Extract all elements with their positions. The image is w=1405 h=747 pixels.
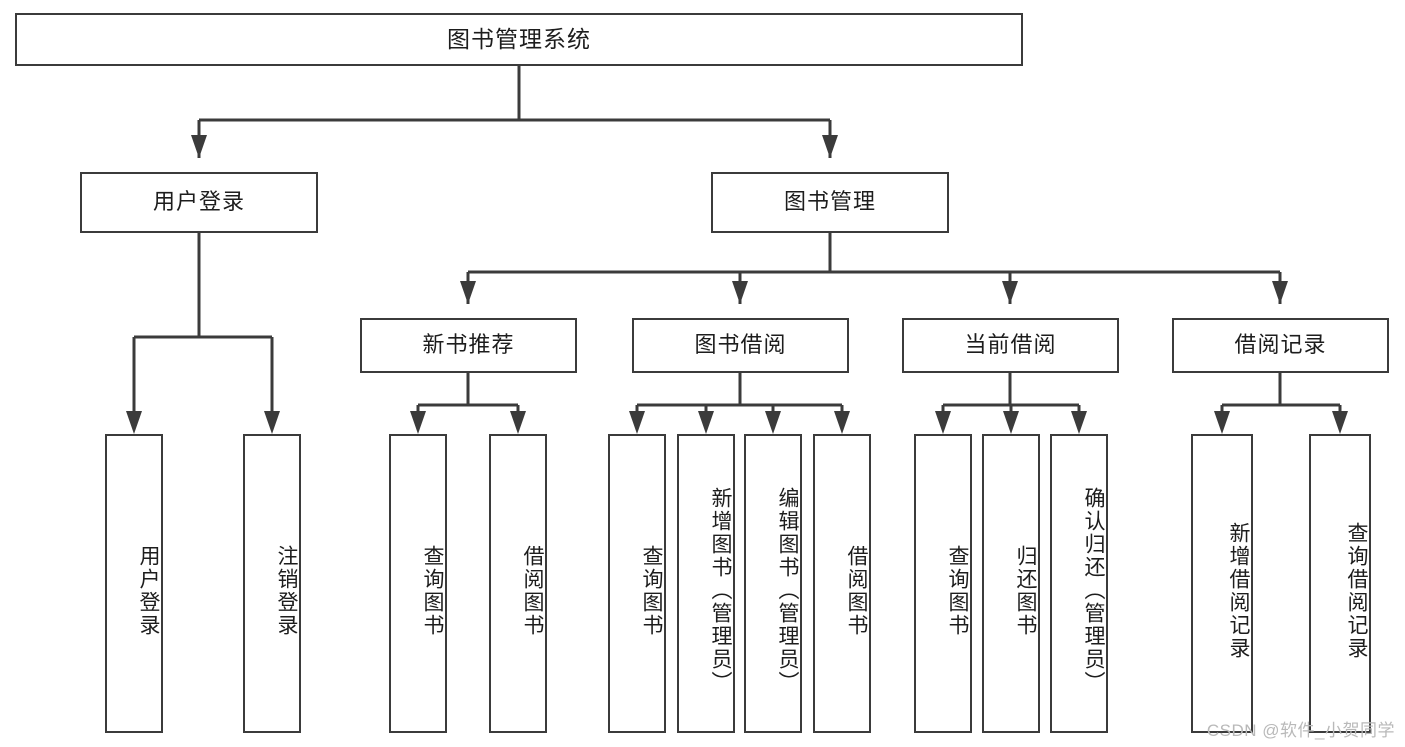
arrow-borrow-record <box>1272 281 1288 304</box>
arrow-current-borrow <box>1002 281 1018 304</box>
watermark-text: CSDN @软件_小贺同学 <box>1206 721 1395 740</box>
leaf-user-login[interactable]: 用户登录 <box>105 434 163 733</box>
node-label: 归还图书 <box>1014 544 1037 637</box>
node-new-book-recommend[interactable]: 新书推荐 <box>360 318 577 373</box>
node-label: 查询图书 <box>640 544 663 637</box>
node-label: 图书管理系统 <box>447 25 591 52</box>
leaf-new-borrow-book[interactable]: 借阅图书 <box>489 434 547 733</box>
arrow-current-l1 <box>935 411 951 434</box>
node-label: 借阅图书 <box>521 544 544 637</box>
leaf-borrow-add-book-admin[interactable]: 新增图书（管理员） <box>677 434 735 733</box>
node-book-borrow[interactable]: 图书借阅 <box>632 318 849 373</box>
node-label: 用户登录 <box>137 544 160 637</box>
leaf-current-confirm-return-admin[interactable]: 确认归还（管理员） <box>1050 434 1108 733</box>
arrow-book-mgmt <box>822 135 838 158</box>
arrow-userlogin-leaf1 <box>126 411 142 434</box>
node-label: 确认归还（管理员） <box>1082 487 1105 694</box>
node-label: 新增图书（管理员） <box>709 487 732 694</box>
arrow-new-l2 <box>510 411 526 434</box>
node-label: 图书借阅 <box>694 332 787 358</box>
node-label: 查询图书 <box>421 544 444 637</box>
node-label: 借阅记录 <box>1234 332 1327 358</box>
node-label: 借阅图书 <box>845 544 868 637</box>
leaf-record-add-record[interactable]: 新增借阅记录 <box>1191 434 1253 733</box>
arrow-userlogin-leaf2 <box>264 411 280 434</box>
node-label: 新书推荐 <box>422 332 515 358</box>
node-root-book-management-system[interactable]: 图书管理系统 <box>15 13 1023 66</box>
arrow-borrow-l4 <box>834 411 850 434</box>
arrow-borrow-l1 <box>629 411 645 434</box>
leaf-borrow-edit-book-admin[interactable]: 编辑图书（管理员） <box>744 434 802 733</box>
arrow-record-l2 <box>1332 411 1348 434</box>
leaf-logout-login[interactable]: 注销登录 <box>243 434 301 733</box>
node-borrow-record[interactable]: 借阅记录 <box>1172 318 1389 373</box>
node-book-management[interactable]: 图书管理 <box>711 172 949 233</box>
arrow-book-borrow <box>732 281 748 304</box>
node-current-borrow[interactable]: 当前借阅 <box>902 318 1119 373</box>
arrow-user-login <box>191 135 207 158</box>
arrow-borrow-l3 <box>765 411 781 434</box>
leaf-borrow-query-book[interactable]: 查询图书 <box>608 434 666 733</box>
node-label: 编辑图书（管理员） <box>776 487 799 694</box>
node-label: 注销登录 <box>275 544 298 637</box>
arrow-record-l1 <box>1214 411 1230 434</box>
leaf-current-query-book[interactable]: 查询图书 <box>914 434 972 733</box>
arrow-current-l2 <box>1003 411 1019 434</box>
node-label: 用户登录 <box>152 189 245 215</box>
arrow-borrow-l2 <box>698 411 714 434</box>
node-label: 查询借阅记录 <box>1345 521 1368 660</box>
leaf-record-query-record[interactable]: 查询借阅记录 <box>1309 434 1371 733</box>
node-user-login[interactable]: 用户登录 <box>80 172 318 233</box>
node-label: 当前借阅 <box>964 332 1057 358</box>
arrow-new-l1 <box>410 411 426 434</box>
leaf-current-return-book[interactable]: 归还图书 <box>982 434 1040 733</box>
node-label: 新增借阅记录 <box>1227 521 1250 660</box>
arrow-new-recommend <box>460 281 476 304</box>
arrow-current-l3 <box>1071 411 1087 434</box>
leaf-borrow-borrow-book[interactable]: 借阅图书 <box>813 434 871 733</box>
node-label: 查询图书 <box>946 544 969 637</box>
node-label: 图书管理 <box>783 189 876 215</box>
leaf-new-query-book[interactable]: 查询图书 <box>389 434 447 733</box>
